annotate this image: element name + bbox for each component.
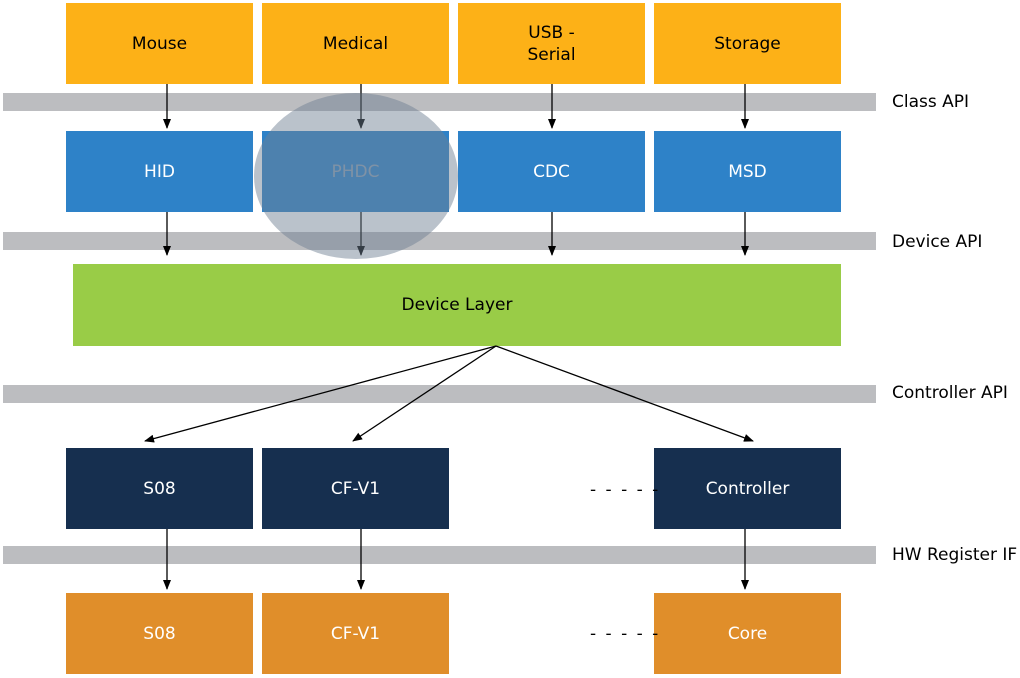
hw-label-s08: S08 bbox=[143, 623, 176, 644]
device-api-bar bbox=[3, 232, 876, 250]
app-label-medical: Medical bbox=[322, 33, 389, 54]
class-label-hid: HID bbox=[144, 161, 175, 182]
device-layer-box: Device Layer bbox=[73, 264, 841, 346]
class-label-msd: MSD bbox=[728, 161, 767, 182]
class-api-bar bbox=[3, 93, 876, 111]
controller-box-s08: S08 bbox=[66, 448, 253, 529]
app-box-mouse: Mouse bbox=[66, 3, 253, 84]
class-api-label: Class API bbox=[892, 92, 970, 112]
controller-api-label: Controller API bbox=[892, 383, 1008, 403]
class-box-hid: HID bbox=[66, 131, 253, 212]
hw-box-s08: S08 bbox=[66, 593, 253, 674]
class-box-msd: MSD bbox=[654, 131, 841, 212]
app-label-storage: Storage bbox=[714, 33, 781, 54]
hw-box-core: Core bbox=[654, 593, 841, 674]
device-api-label: Device API bbox=[892, 232, 983, 252]
hw-ellipsis: - - - - - bbox=[590, 624, 661, 644]
controller-api-bar bbox=[3, 385, 876, 403]
controller-label-cf-v1: CF-V1 bbox=[330, 478, 381, 499]
controller-label-controller: Controller bbox=[705, 478, 790, 499]
hw-label-core: Core bbox=[727, 623, 768, 644]
controller-box-controller: Controller bbox=[654, 448, 841, 529]
app-box-usb-serial: USB - Serial bbox=[458, 3, 645, 84]
app-label-usb-serial: USB - Serial bbox=[527, 22, 576, 65]
controller-label-s08: S08 bbox=[143, 478, 176, 499]
class-label-cdc: CDC bbox=[533, 161, 570, 182]
hw-label-cf-v1: CF-V1 bbox=[330, 623, 381, 644]
app-box-storage: Storage bbox=[654, 3, 841, 84]
controller-ellipsis: - - - - - bbox=[590, 480, 661, 500]
class-box-phdc: PHDC bbox=[262, 131, 449, 212]
hw-box-cf-v1: CF-V1 bbox=[262, 593, 449, 674]
class-label-phdc: PHDC bbox=[331, 161, 380, 182]
app-label-mouse: Mouse bbox=[131, 33, 188, 54]
controller-box-cf-v1: CF-V1 bbox=[262, 448, 449, 529]
app-box-medical: Medical bbox=[262, 3, 449, 84]
hw-register-if-label: HW Register IF bbox=[892, 545, 1018, 565]
class-box-cdc: CDC bbox=[458, 131, 645, 212]
hw-register-if-bar bbox=[3, 546, 876, 564]
device-layer-label: Device Layer bbox=[401, 295, 513, 315]
